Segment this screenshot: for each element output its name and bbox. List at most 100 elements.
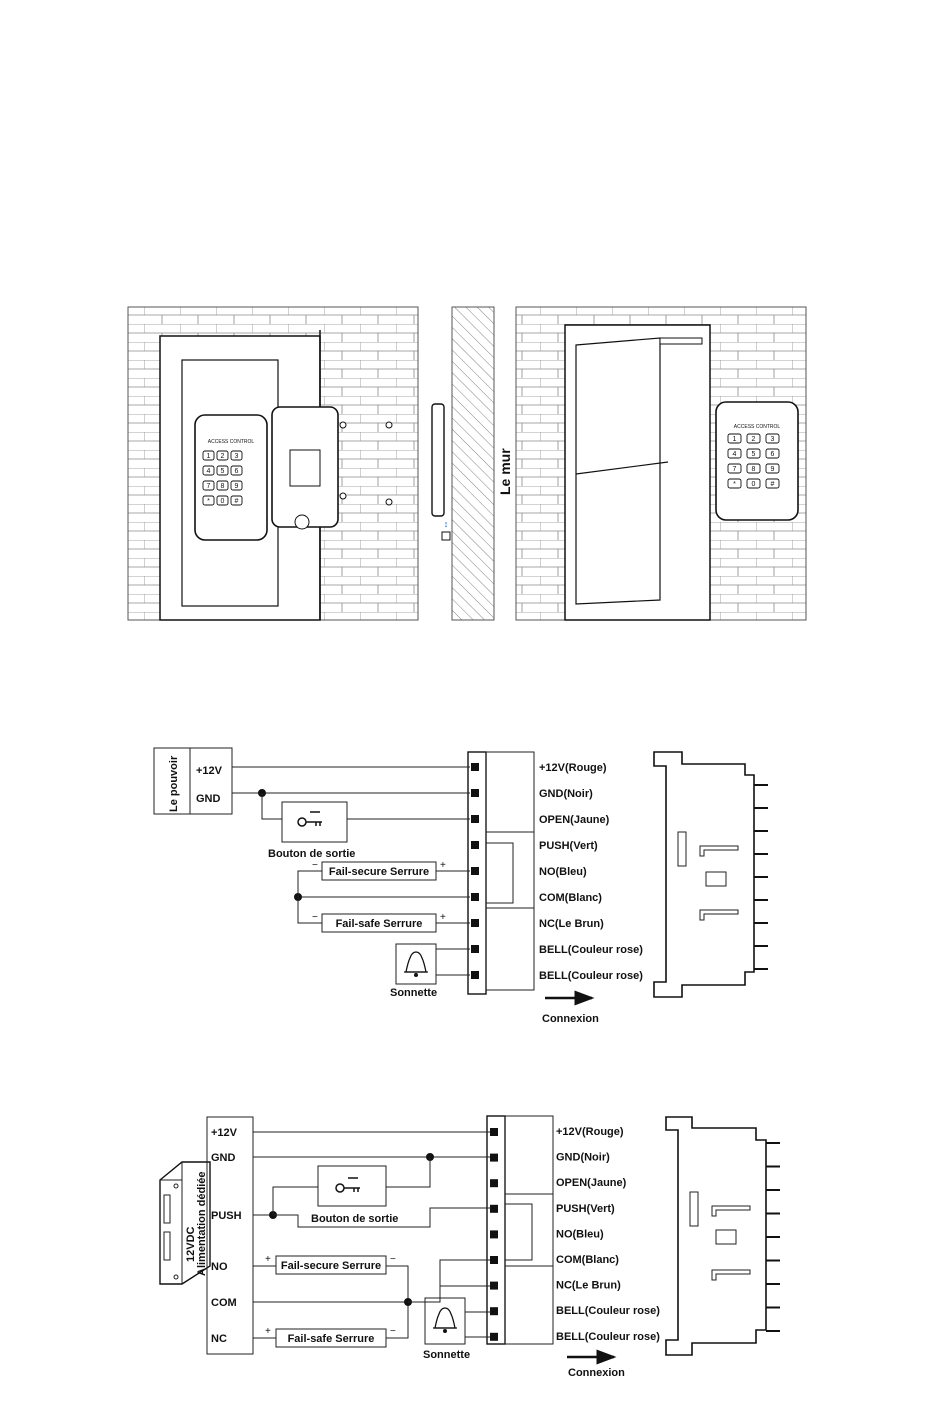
- wire-label: GND(Noir): [556, 1152, 610, 1164]
- connector-pin: [490, 1153, 498, 1162]
- connector-pin: [471, 971, 479, 979]
- power-supply: 12VDC Alimentation dédiée: [159, 1161, 211, 1285]
- backplate-window: [289, 449, 321, 487]
- svg-text:+: +: [440, 912, 446, 923]
- keypad-key-label: 6: [235, 468, 239, 475]
- terminal-block: [206, 1116, 254, 1355]
- wire-label: NC(Le Brun): [556, 1280, 621, 1292]
- keypad-key: [202, 465, 215, 476]
- keypad-key: [746, 433, 761, 444]
- keypad-key: [216, 450, 229, 461]
- keypad-key-label: 8: [752, 466, 756, 473]
- wire-labels-1: +12V(Rouge)GND(Noir)OPEN(Jaune)PUSH(Vert…: [539, 762, 643, 982]
- connector-pin: [490, 1307, 498, 1316]
- exit-button-label: Bouton de sortie: [268, 848, 355, 860]
- fail-secure-label-2: Fail-secure Serrure: [281, 1260, 381, 1272]
- bell: [395, 943, 437, 985]
- device-label-mounted: ACCESS CONTROL: [734, 424, 781, 430]
- connector-pin: [471, 815, 479, 823]
- device-side: [431, 403, 445, 517]
- keypad-key-label: 3: [235, 453, 239, 460]
- terminal-label: NC: [211, 1333, 227, 1345]
- keypad-key-label: 2: [221, 453, 225, 460]
- terminal-label: +12V: [211, 1127, 238, 1139]
- connector-pin: [471, 789, 479, 797]
- keypad-key-label: 1: [733, 436, 737, 443]
- wall-hole-icon: [339, 421, 347, 429]
- wire-label: +12V(Rouge): [556, 1126, 624, 1138]
- connector-pin: [471, 893, 479, 901]
- connector-pin: [471, 763, 479, 771]
- fail-safe-label: Fail-safe Serrure: [336, 918, 423, 930]
- bell-icon: [404, 951, 428, 977]
- exit-button-label-2: Bouton de sortie: [311, 1213, 398, 1225]
- keypad-key-label: 4: [733, 451, 737, 458]
- keypad-key: [216, 480, 229, 491]
- wire-label: BELL(Couleur rose): [539, 944, 643, 956]
- connector-pin: [490, 1332, 498, 1341]
- keypad-key-label: 7: [207, 483, 211, 490]
- keypad-key: [230, 450, 243, 461]
- connector-plug-2: [665, 1116, 780, 1356]
- terminal-label: COM: [211, 1297, 237, 1309]
- wall-hole-icon: [339, 492, 347, 500]
- svg-text:+: +: [265, 1254, 271, 1265]
- wiring-diagram-1: Le pouvoir +12V GND Bouton de sortie Fai…: [153, 747, 768, 1025]
- svg-text:+: +: [265, 1326, 271, 1337]
- wall-hole-icon: [385, 498, 393, 506]
- keypad-key-label: 3: [771, 436, 775, 443]
- keypad-key: [202, 480, 215, 491]
- keypad-key-label: 7: [733, 466, 737, 473]
- panel-wall-side-view: ↕ Le mur: [431, 306, 513, 621]
- keypad-key-label: 2: [752, 436, 756, 443]
- keypad-key-label: 0: [221, 498, 225, 505]
- keypad-key-label: 6: [771, 451, 775, 458]
- connector-pin: [490, 1281, 498, 1290]
- terminal-label: NO: [211, 1261, 228, 1273]
- keypad-key: [727, 478, 742, 489]
- keypad-key-label: 1: [207, 453, 211, 460]
- connector-pin: [490, 1179, 498, 1188]
- terminal-12v-label: +12V: [196, 765, 223, 777]
- wire-label: COM(Blanc): [556, 1254, 619, 1266]
- wire-label: PUSH(Vert): [556, 1203, 615, 1215]
- connector-pin: [490, 1230, 498, 1239]
- connector-pin: [471, 945, 479, 953]
- connector-plug: [653, 751, 768, 998]
- wiring-diagram-2: 12VDC Alimentation dédiée +12VGNDPUSHNOC…: [159, 1115, 780, 1379]
- keypad-key: [765, 433, 780, 444]
- wire-label: NO(Bleu): [556, 1228, 604, 1240]
- wire-label: NO(Bleu): [539, 866, 587, 878]
- svg-text:−: −: [312, 860, 318, 871]
- wire-label: BELL(Couleur rose): [556, 1305, 660, 1317]
- keypad-key-label: #: [771, 481, 775, 488]
- keypad-key-label: *: [733, 481, 736, 488]
- exit-button: [281, 801, 348, 843]
- bell-label-2: Sonnette: [423, 1349, 470, 1361]
- keypad-key: [746, 478, 761, 489]
- keypad-key: [765, 448, 780, 459]
- fail-secure-label: Fail-secure Serrure: [329, 866, 429, 878]
- key-icon: [335, 1177, 360, 1193]
- svg-text:↕: ↕: [444, 519, 449, 529]
- supply-label: Alimentation dédiée: [196, 1171, 208, 1276]
- svg-text:−: −: [390, 1254, 396, 1265]
- screw-icon: [441, 531, 451, 541]
- wall-label: Le mur: [497, 448, 513, 495]
- keypad-key-label: 9: [771, 466, 775, 473]
- connector-pin: [471, 867, 479, 875]
- keypad-key-label: #: [235, 498, 239, 505]
- wire-label: GND(Noir): [539, 788, 593, 800]
- key-icon: [297, 811, 322, 827]
- connector-pin: [471, 841, 479, 849]
- keypad-key: [202, 495, 215, 506]
- keypad-key: [765, 463, 780, 474]
- keypad-key: [765, 478, 780, 489]
- bell-2: [424, 1297, 466, 1345]
- keypad-key: [230, 480, 243, 491]
